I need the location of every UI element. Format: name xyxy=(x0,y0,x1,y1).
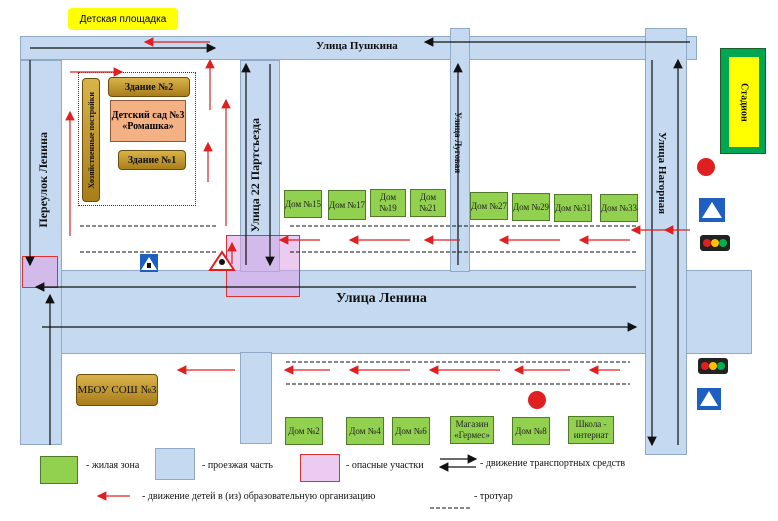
house-south: Магазин «Гермес» xyxy=(450,416,494,444)
kindergarten-main: Детский сад №3 «Ромашка» xyxy=(110,100,186,142)
kindergarten-fence xyxy=(78,72,196,206)
stop-sign-icon xyxy=(697,158,715,176)
crosswalk-sign-icon-2 xyxy=(699,198,725,222)
legend-children: - движение детей в (из) образовательную … xyxy=(142,491,376,502)
crosswalk-sign-icon xyxy=(140,254,158,272)
house-north: Дом №15 xyxy=(284,190,322,218)
children-arrows xyxy=(65,37,690,501)
stadium: Стадион xyxy=(720,48,766,154)
road-lenina xyxy=(20,270,752,354)
street-label-lenina: Улица Ленина xyxy=(336,291,427,306)
outbuildings: Хозяйственные постройки xyxy=(82,78,100,202)
traffic-arrows xyxy=(25,37,690,472)
legend-road: - проезжая часть xyxy=(202,460,273,471)
legend-swatch-road xyxy=(155,448,195,480)
sidewalks xyxy=(80,225,636,509)
house-north: Дом №21 xyxy=(410,189,446,217)
road-pereulok-lenina xyxy=(20,60,62,445)
legend-sidewalk: - тротуар xyxy=(474,491,513,502)
road-lugovaya xyxy=(450,28,470,272)
school: МБОУ СОШ №3 xyxy=(76,374,158,406)
house-north: Дом №17 xyxy=(328,190,366,220)
children-warning-icon xyxy=(208,250,236,271)
house-north: Дом №27 xyxy=(470,192,508,220)
stop-sign-icon-2 xyxy=(528,391,546,409)
building-2: Здание №2 xyxy=(108,77,190,97)
playground-label: Детская площадка xyxy=(79,13,167,25)
legend-swatch-living xyxy=(40,456,78,484)
stadium-label: Стадион xyxy=(738,82,750,122)
building-1: Здание №1 xyxy=(118,150,186,170)
crosswalk-sign-icon-3 xyxy=(697,388,721,410)
traffic-light-icon xyxy=(700,235,730,251)
house-south: Дом №4 xyxy=(346,417,384,445)
house-south: Дом №8 xyxy=(512,417,550,445)
house-north: Дом №19 xyxy=(370,189,406,217)
street-label-nagornaya: Улица Нагорная xyxy=(656,132,668,215)
legend-traffic: - движение транспортных средств xyxy=(480,458,626,469)
house-north: Дом №33 xyxy=(600,194,638,222)
house-north: Дом №31 xyxy=(554,194,592,222)
legend-living: - жилая зона xyxy=(86,460,140,471)
playground: Детская площадка xyxy=(68,8,178,30)
legend-danger: - опасные участки xyxy=(346,460,424,471)
house-north: Дом №29 xyxy=(512,193,550,221)
house-south: Школа - интернат xyxy=(568,416,614,444)
house-south: Дом №2 xyxy=(285,417,323,445)
legend-swatch-danger xyxy=(300,454,340,482)
house-south: Дом №6 xyxy=(392,417,430,445)
road-partsezda-south xyxy=(240,352,272,444)
traffic-light-icon-2 xyxy=(698,358,728,374)
street-label-pushkina: Улица Пушкина xyxy=(316,40,398,52)
